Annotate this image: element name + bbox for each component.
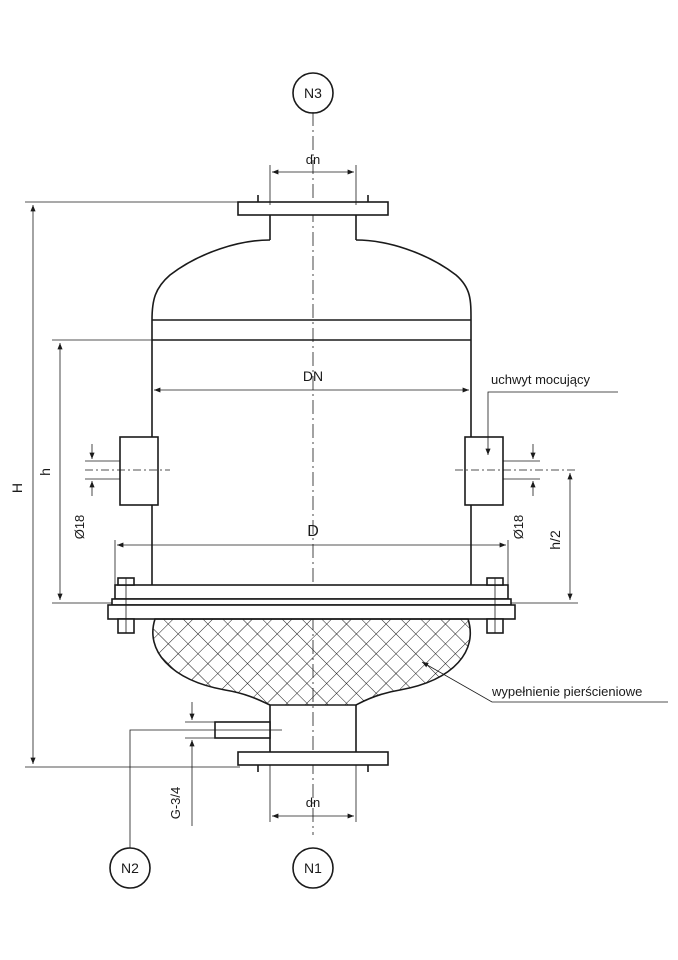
vessel-dome <box>151 239 472 585</box>
svg-text:N2: N2 <box>121 860 139 876</box>
svg-text:Ø18: Ø18 <box>511 515 526 540</box>
left-handle <box>85 436 170 506</box>
nozzle-N2-label: N2 <box>109 729 185 889</box>
svg-text:dn: dn <box>306 152 320 167</box>
svg-text:D: D <box>307 523 319 540</box>
svg-text:h: h <box>37 468 53 476</box>
dim-h-half: h/2 <box>511 473 578 604</box>
svg-text:h/2: h/2 <box>547 530 563 550</box>
dim-H: H <box>9 201 240 768</box>
top-flange <box>237 195 389 240</box>
right-handle <box>455 436 578 506</box>
svg-text:G-3/4: G-3/4 <box>168 787 183 820</box>
dim-h: h <box>37 339 152 604</box>
dim-thread: G-3/4 <box>168 702 215 826</box>
dim-DN: DN <box>154 368 469 393</box>
dim-bore-right: Ø18 <box>503 444 540 539</box>
dim-dn-bottom: dn <box>269 765 357 822</box>
svg-text:uchwyt mocujący: uchwyt mocujący <box>491 372 590 387</box>
callout-handle: uchwyt mocujący <box>485 372 618 455</box>
flange-pack <box>107 577 516 634</box>
dim-D: D <box>114 523 509 590</box>
dim-bore-left: Ø18 <box>72 444 120 539</box>
dim-dn-top: dn <box>269 152 357 205</box>
nozzle-N3-label: N3 <box>292 72 334 114</box>
svg-text:Ø18: Ø18 <box>72 515 87 540</box>
svg-text:DN: DN <box>303 368 323 384</box>
svg-text:N1: N1 <box>304 860 322 876</box>
svg-text:H: H <box>9 483 25 493</box>
callout-filling: wypełnienie pierścieniowe <box>421 661 668 703</box>
svg-text:dn: dn <box>306 795 320 810</box>
nozzle-N1-label: N1 <box>292 847 334 889</box>
svg-text:wypełnienie pierścieniowe: wypełnienie pierścieniowe <box>491 684 642 699</box>
svg-text:N3: N3 <box>304 85 322 101</box>
bottom-nozzle <box>185 705 389 772</box>
